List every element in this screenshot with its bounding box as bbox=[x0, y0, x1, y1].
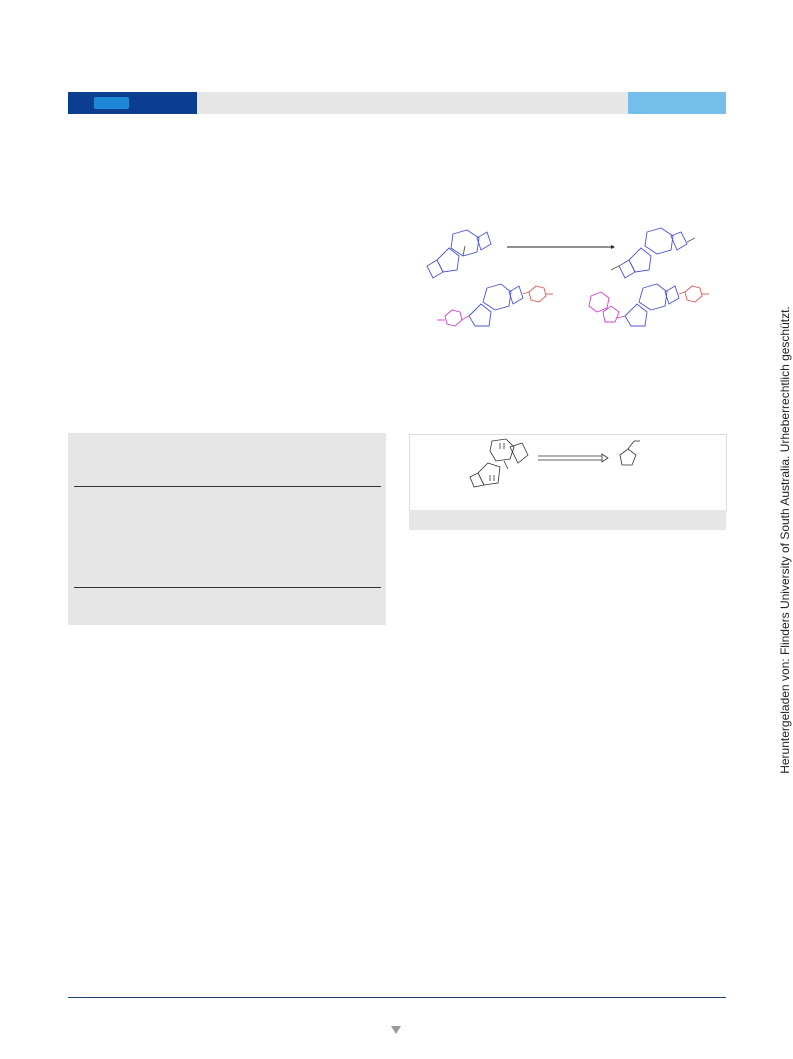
journal-header-right bbox=[628, 92, 726, 114]
reaction-arrowhead bbox=[611, 245, 615, 249]
spiro-starting-material bbox=[426, 229, 492, 279]
bis-lactone-spiro-compound bbox=[469, 438, 529, 488]
reaction-double-arrowhead bbox=[601, 453, 609, 463]
table-panel bbox=[68, 433, 386, 625]
scheme-2-structures bbox=[469, 438, 640, 488]
journal-header-left bbox=[68, 92, 197, 114]
table-rule-top bbox=[74, 486, 381, 487]
thiophene-product bbox=[619, 440, 640, 466]
spiro-aryl-derivative-2 bbox=[588, 283, 709, 327]
table-rule-bottom bbox=[74, 587, 381, 588]
triangle-down-icon bbox=[391, 1026, 401, 1034]
journal-header-middle bbox=[197, 92, 628, 114]
journal-header-badge bbox=[94, 97, 129, 109]
spiro-aryl-derivative-1 bbox=[437, 283, 553, 327]
scheme-1-structures bbox=[426, 227, 709, 327]
footer-rule bbox=[68, 997, 726, 998]
scheme-2-caption-bar bbox=[409, 510, 726, 530]
scheme-2-box bbox=[409, 434, 727, 512]
spiro-product bbox=[610, 227, 696, 279]
download-watermark: Heruntergeladen von: Flinders University… bbox=[778, 306, 792, 774]
